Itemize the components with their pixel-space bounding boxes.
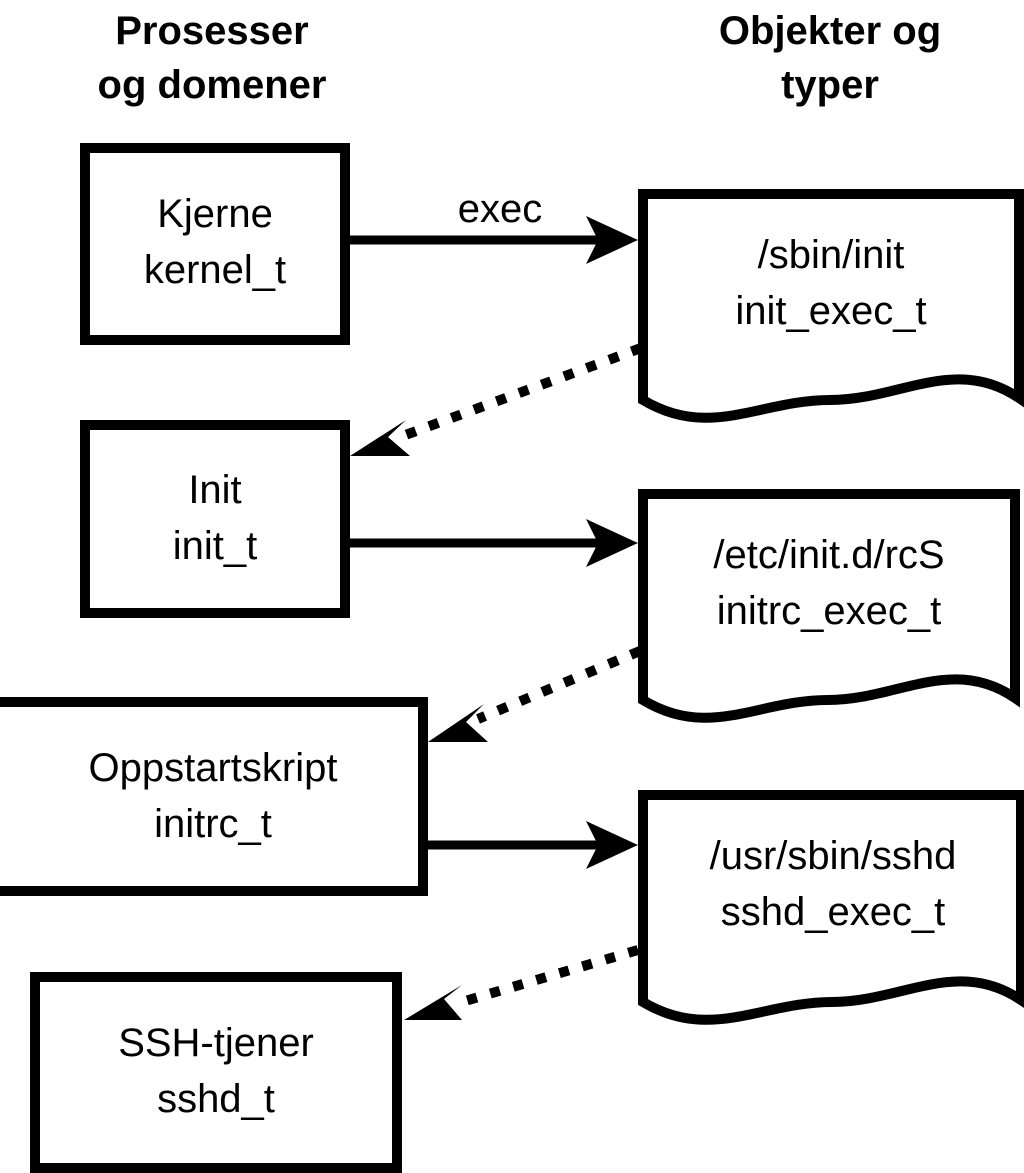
edge-line-sshd-exec-to-sshd <box>453 945 640 1009</box>
object-box-sshd-exec-line2: sshd_exec_t <box>721 890 946 934</box>
process-box-initrc-line2: initrc_t <box>154 802 272 846</box>
object-box-initrc-exec[interactable]: /etc/init.d/rcS initrc_exec_t <box>638 489 1020 723</box>
column-header-objects-line2: typer <box>781 63 879 107</box>
arrowhead-init-to-initrc-exec <box>586 519 638 567</box>
edge-label-exec: exec <box>458 187 543 231</box>
process-box-kernel-line1: Kjerne <box>157 192 273 236</box>
process-box-kernel[interactable]: Kjerne kernel_t <box>80 143 350 345</box>
object-box-initrc-exec-line1: /etc/init.d/rcS <box>713 533 944 577</box>
process-box-initrc-rect[interactable] <box>0 697 428 896</box>
edge-initrc-exec-transition-initrc <box>428 646 642 742</box>
edge-kernel-exec-init-exec: exec <box>350 187 638 264</box>
arrowhead-init-exec-to-init <box>350 420 410 456</box>
process-box-kernel-line2: kernel_t <box>144 248 286 292</box>
edge-initrc-exec-sshd-exec <box>428 821 638 869</box>
column-header-processes: Prosesser og domener <box>98 9 327 107</box>
process-box-sshd-line1: SSH-tjener <box>118 1021 314 1065</box>
edge-init-exec-transition-init <box>350 343 643 456</box>
object-box-initrc-exec-shape[interactable] <box>638 489 1020 723</box>
object-box-sshd-exec[interactable]: /usr/sbin/sshd sshd_exec_t <box>638 790 1024 1025</box>
object-box-init-exec-line2: init_exec_t <box>735 289 926 333</box>
process-box-initrc-line1: Oppstartskript <box>89 746 338 790</box>
edge-sshd-exec-transition-sshd <box>404 945 640 1020</box>
process-box-init-rect[interactable] <box>80 420 350 618</box>
object-box-init-exec[interactable]: /sbin/init init_exec_t <box>638 189 1024 423</box>
arrowhead-initrc-exec-to-initrc <box>428 704 488 742</box>
object-box-init-exec-shape[interactable] <box>638 189 1024 423</box>
edge-init-exec-initrc-exec <box>350 519 638 567</box>
process-box-init-line1: Init <box>188 468 241 512</box>
process-box-sshd-rect[interactable] <box>30 972 402 1173</box>
column-header-processes-line2: og domener <box>98 63 327 107</box>
process-box-initrc[interactable]: Oppstartskript initrc_t <box>0 697 428 896</box>
column-header-objects: Objekter og typer <box>719 9 941 107</box>
edge-line-initrc-exec-to-initrc <box>476 646 642 724</box>
edge-line-init-exec-to-init <box>398 343 643 442</box>
process-box-sshd-line2: sshd_t <box>157 1077 275 1121</box>
arrowhead-initrc-to-sshd-exec <box>586 821 638 869</box>
object-box-init-exec-line1: /sbin/init <box>758 233 905 277</box>
process-box-init[interactable]: Init init_t <box>80 420 350 618</box>
arrowhead-sshd-exec-to-sshd <box>404 985 462 1020</box>
process-box-sshd[interactable]: SSH-tjener sshd_t <box>30 972 402 1173</box>
object-box-sshd-exec-line1: /usr/sbin/sshd <box>710 834 957 878</box>
object-box-sshd-exec-shape[interactable] <box>638 790 1024 1025</box>
process-box-init-line2: init_t <box>173 524 258 568</box>
arrowhead-kernel-to-init-exec <box>586 216 638 264</box>
column-header-objects-line1: Objekter og <box>719 9 941 53</box>
column-header-processes-line1: Prosesser <box>115 9 308 53</box>
process-box-kernel-rect[interactable] <box>80 143 350 345</box>
object-box-initrc-exec-line2: initrc_exec_t <box>717 589 942 633</box>
